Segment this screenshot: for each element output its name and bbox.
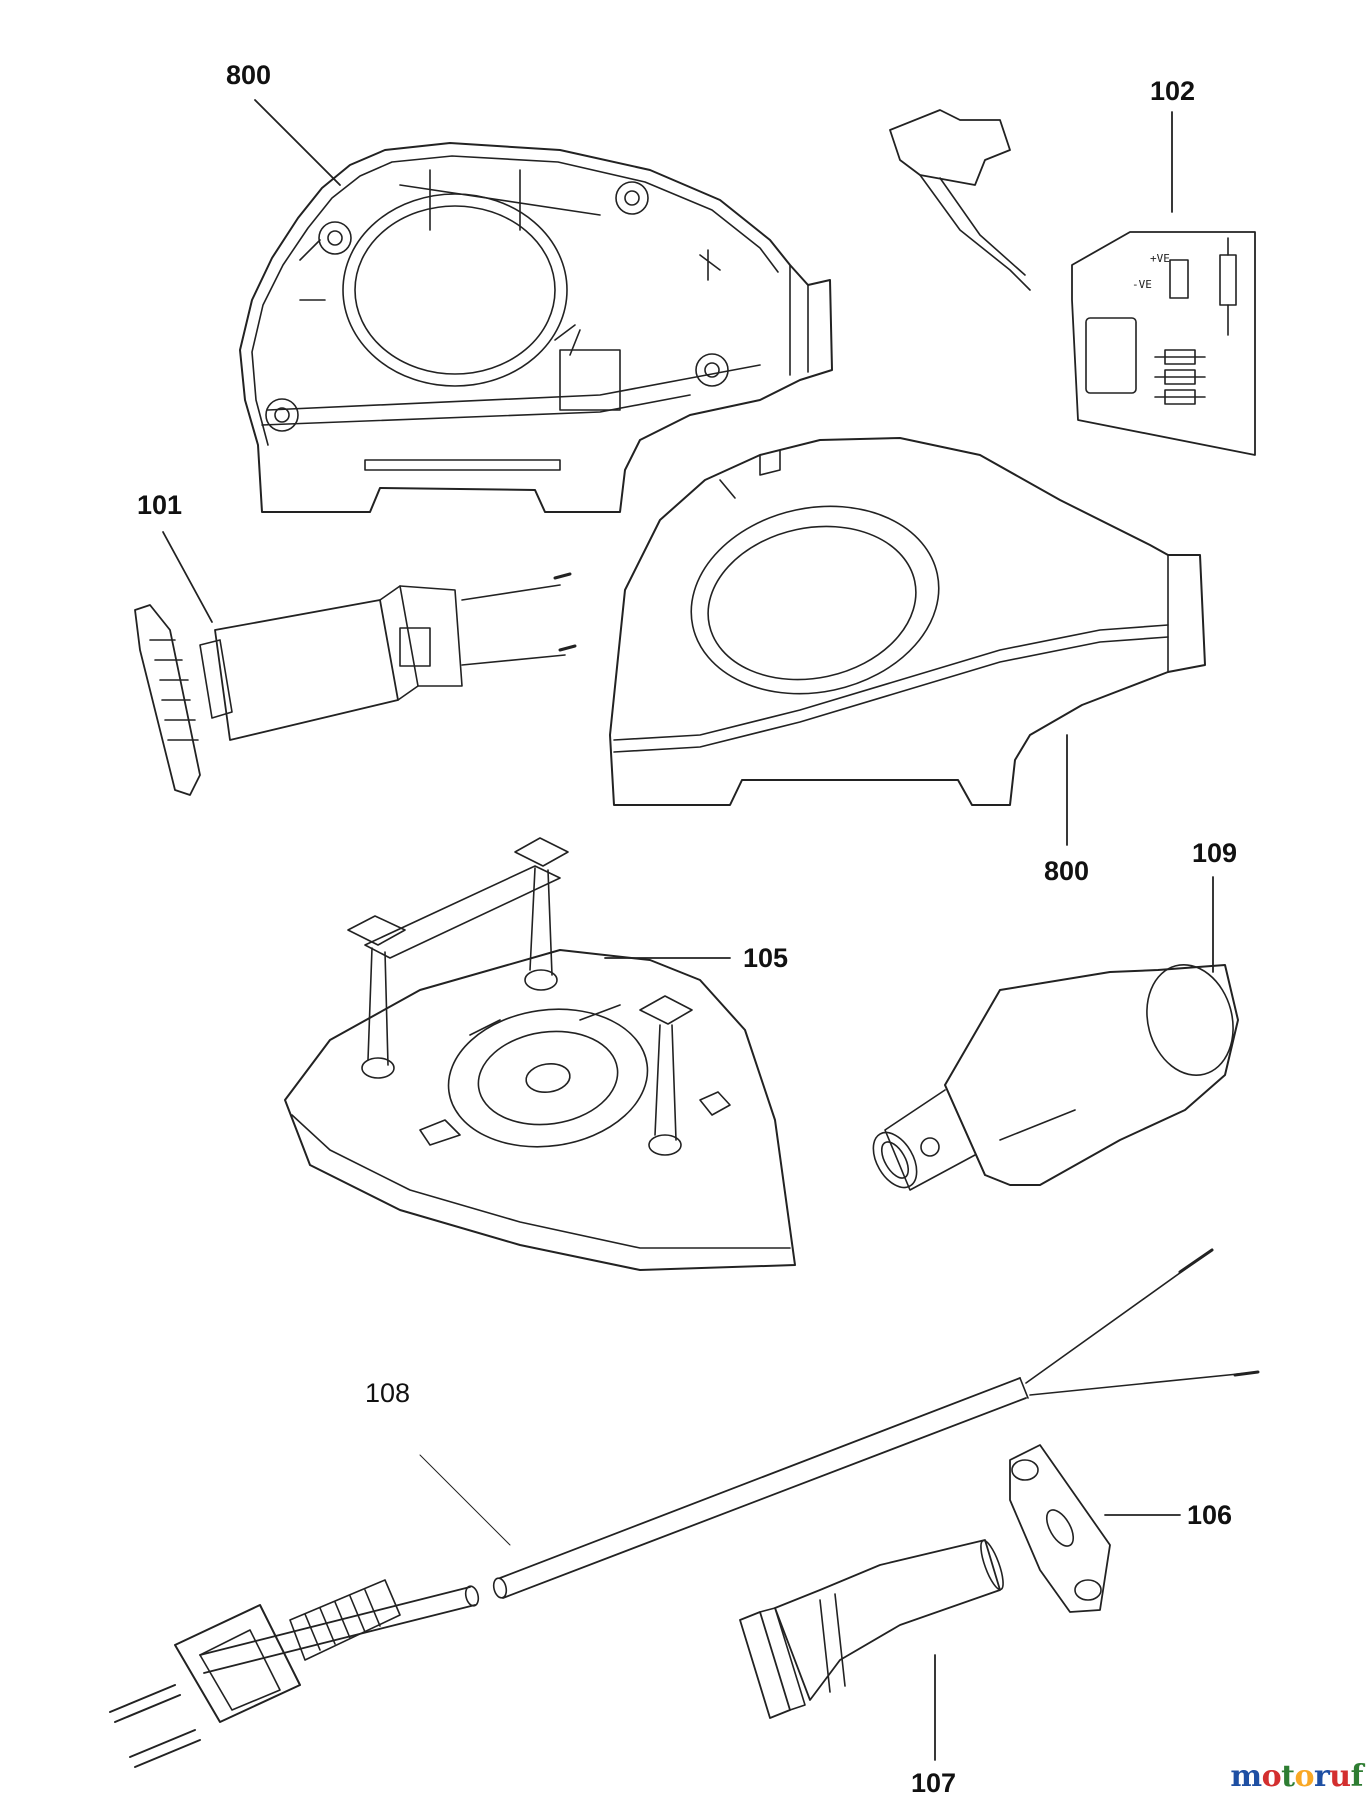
callout-106: 106 <box>1187 1500 1233 1530</box>
callout-105: 105 <box>743 943 789 973</box>
watermark-letter: o <box>1261 1759 1282 1794</box>
watermark-logo: motoruf <box>1230 1759 1363 1794</box>
cord-protector <box>739 1539 1004 1719</box>
platen-base <box>284 837 796 1271</box>
watermark-letter: r <box>1313 1759 1330 1794</box>
circuit-board: +VE -VE <box>889 109 1256 456</box>
watermark-letter: f <box>1350 1759 1364 1794</box>
cord-clamp <box>1009 1444 1111 1613</box>
leader-lines <box>162 99 1214 1761</box>
watermark-letter: o <box>1294 1759 1314 1794</box>
motor <box>134 572 577 796</box>
housing-right-half <box>609 437 1206 806</box>
callout-108: 108 <box>365 1378 411 1408</box>
callout-101: 101 <box>137 490 183 520</box>
watermark-letter: m <box>1230 1759 1262 1794</box>
housing-left-half <box>239 142 833 513</box>
callout-102: 102 <box>1150 76 1196 106</box>
callout-109: 109 <box>1192 838 1238 868</box>
power-cord <box>109 1248 1260 1768</box>
svg-text:+VE: +VE <box>1150 252 1170 265</box>
svg-text:-VE: -VE <box>1132 278 1152 291</box>
callout-107: 107 <box>911 1768 957 1798</box>
callout-800-left: 800 <box>226 60 272 90</box>
callout-800-right: 800 <box>1044 856 1090 886</box>
watermark-letter: u <box>1329 1759 1351 1794</box>
accessory-nozzle <box>872 964 1239 1191</box>
watermark-letter: t <box>1281 1759 1295 1794</box>
